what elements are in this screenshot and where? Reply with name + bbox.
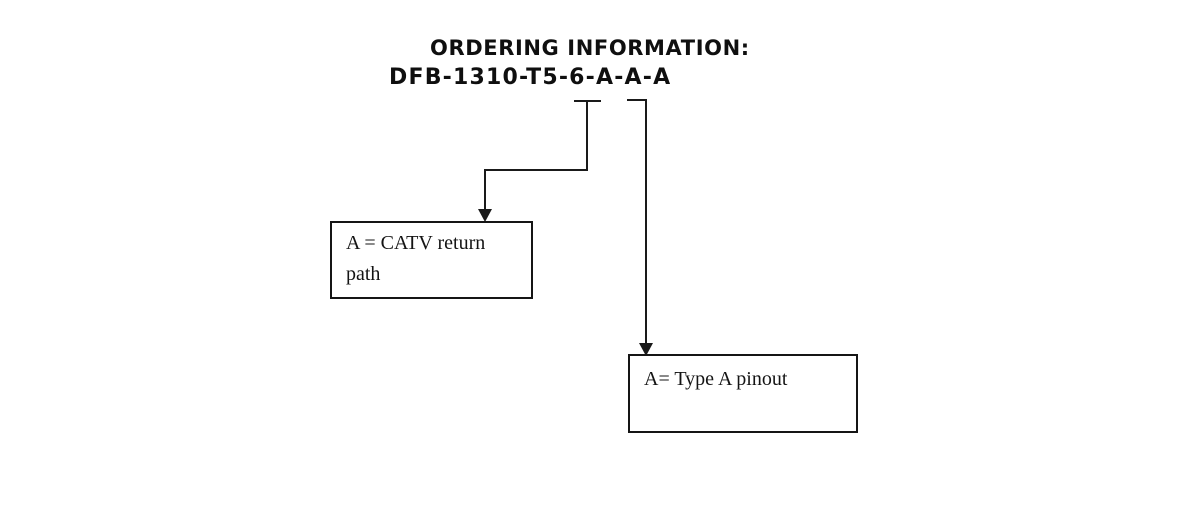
connector-type-a-pinout: [627, 99, 653, 356]
arrowhead-down-icon: [478, 209, 492, 222]
callout-text-line: path: [346, 263, 381, 285]
callout-text-line: A= Type A pinout: [644, 368, 788, 390]
page-title: ORDERING INFORMATION:: [430, 36, 750, 60]
connector-catv-return-path: [478, 100, 601, 222]
arrowhead-down-icon: [639, 343, 653, 356]
callout-text-line: A = CATV return: [346, 232, 486, 254]
connector-step-line: [484, 101, 588, 211]
callout-box-type-a-pinout: A= Type A pinout: [628, 354, 858, 433]
callout-box-catv-return-path: A = CATV return path: [330, 221, 533, 299]
connector-elbow-line: [627, 99, 647, 345]
part-number: DFB-1310-T5-6-A-A-A: [389, 65, 672, 90]
